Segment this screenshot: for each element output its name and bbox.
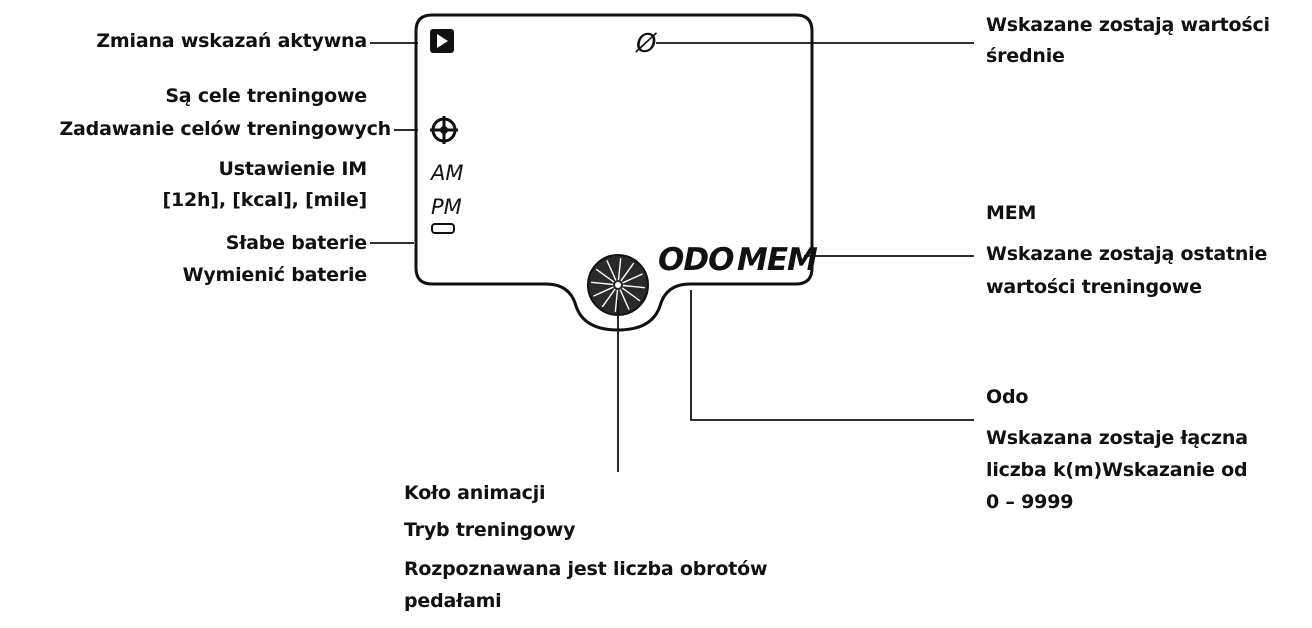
label-replace-battery: Wymienić baterie — [182, 264, 368, 286]
am-indicator: AM — [429, 161, 463, 185]
wheel-spoke — [617, 258, 622, 281]
label-wheel-line1: Koło animacji — [404, 482, 546, 504]
wheel-spoke — [622, 284, 645, 289]
label-low-battery: Słabe baterie — [225, 232, 367, 254]
wheel-spoke — [591, 281, 614, 286]
label-targets-present: Są cele treningowe — [165, 85, 367, 107]
wheel-spoke — [606, 260, 617, 281]
animation-wheel-icon — [587, 254, 649, 316]
label-average-line1: Wskazane zostają wartości — [986, 14, 1270, 36]
label-mem-line1: Wskazane zostają ostatnie — [986, 243, 1268, 265]
mem-indicator: MEM — [737, 242, 818, 278]
battery-icon — [431, 223, 455, 234]
wheel-spoke — [620, 262, 635, 282]
wheel-spoke — [621, 287, 641, 302]
label-mem-line2: wartości treningowe — [986, 276, 1202, 298]
label-average-line2: średnie — [986, 45, 1065, 67]
target-icon — [430, 116, 458, 144]
average-symbol: Ø — [635, 29, 658, 59]
wheel-spoke — [595, 268, 615, 283]
label-im-setting: Ustawienie IM — [218, 158, 367, 180]
label-odo-line3: 0 – 9999 — [986, 491, 1074, 513]
odo-indicator: ODO — [658, 242, 734, 278]
wheel-spoke — [593, 286, 614, 297]
label-wheel-line3: Rozpoznawana jest liczba obrotów — [404, 558, 768, 580]
label-odo-line1: Wskazana zostaje łączna — [986, 427, 1248, 449]
wheel-spoke — [619, 289, 630, 310]
label-change-active: Zmiana wskazań aktywna — [96, 30, 367, 52]
leader-odo — [690, 290, 974, 421]
play-indicator-icon — [430, 29, 454, 53]
label-odo-line2: liczba k(m)Wskazanie od — [986, 459, 1248, 481]
label-mem-title: MEM — [986, 202, 1037, 224]
wheel-spoke — [614, 289, 619, 312]
label-im-units: [12h], [kcal], [mile] — [162, 189, 368, 211]
label-targets-setting: Zadawanie celów treningowych — [59, 118, 391, 140]
wheel-spoke — [622, 273, 643, 284]
wheel-spoke — [601, 288, 616, 308]
label-wheel-line4: pedałami — [404, 590, 502, 612]
label-odo-title: Odo — [986, 386, 1029, 408]
label-wheel-line2: Tryb treningowy — [404, 519, 576, 541]
pm-indicator: PM — [431, 195, 462, 219]
